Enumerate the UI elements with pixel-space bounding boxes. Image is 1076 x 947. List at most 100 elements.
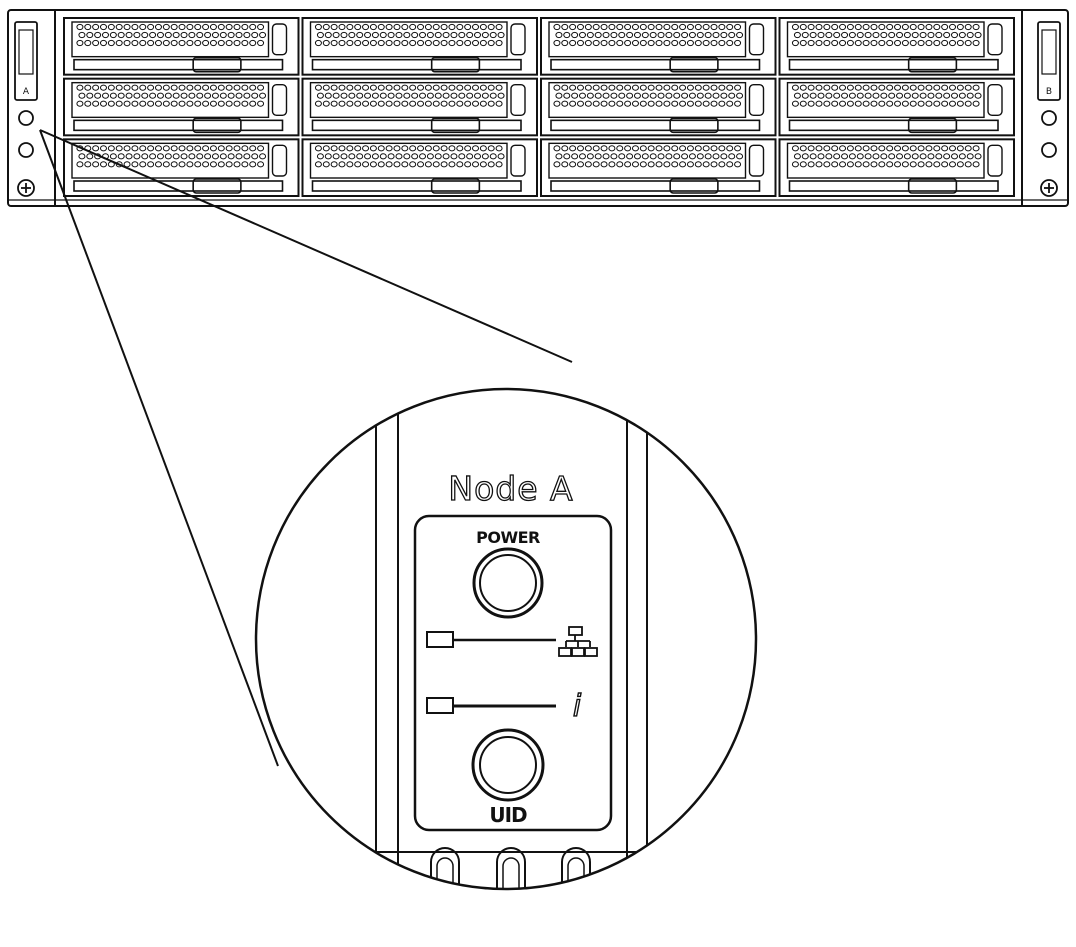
- vent-hole: [702, 161, 710, 168]
- vent-hole: [594, 31, 602, 39]
- vent-hole: [109, 153, 117, 160]
- vent-hole: [972, 100, 980, 107]
- left-ear-panel: [14, 21, 38, 101]
- vent-hole: [194, 39, 202, 47]
- vent-hole: [710, 100, 718, 107]
- vent-hole: [487, 84, 495, 91]
- vent-hole: [831, 100, 839, 107]
- vent-hole: [657, 153, 665, 160]
- vent-hole: [107, 84, 115, 91]
- vent-hole: [487, 145, 495, 152]
- vent-hole: [354, 100, 362, 107]
- right-ear-uid-button: [1041, 142, 1057, 158]
- vent-hole: [170, 100, 178, 107]
- vent-hole: [624, 39, 632, 47]
- vent-hole: [249, 39, 257, 47]
- vent-hole: [949, 23, 957, 31]
- vent-hole: [466, 31, 474, 39]
- vent-hole: [694, 23, 702, 31]
- left-ear-screw-icon: [17, 179, 35, 197]
- vent-hole: [894, 145, 902, 152]
- vent-hole: [241, 39, 249, 47]
- vent-hole: [964, 84, 972, 91]
- vent-hole: [225, 100, 233, 107]
- vent-hole: [655, 100, 663, 107]
- vent-hole: [458, 31, 466, 39]
- vent-hole: [718, 145, 726, 152]
- vent-hole: [736, 31, 744, 39]
- bay-latch: [271, 23, 288, 56]
- vent-hole: [235, 31, 243, 39]
- vent-hole: [377, 100, 385, 107]
- vent-hole: [92, 39, 100, 47]
- vent-hole: [456, 100, 464, 107]
- vent-hole: [917, 84, 925, 91]
- bay-release-tab: [430, 117, 481, 134]
- vent-hole: [409, 39, 417, 47]
- vent-hole: [624, 161, 632, 168]
- vent-hole: [243, 92, 251, 99]
- vent-hole: [956, 23, 964, 31]
- vent-hole: [354, 145, 362, 152]
- vent-hole: [696, 31, 704, 39]
- vent-hole: [815, 23, 823, 31]
- vent-hole: [815, 145, 823, 152]
- vent-hole: [726, 84, 734, 91]
- vent-hole: [555, 92, 563, 99]
- vent-hole: [178, 84, 186, 91]
- drive-bay: [778, 77, 1015, 137]
- vent-hole: [156, 92, 164, 99]
- vent-hole: [933, 23, 941, 31]
- vent-hole: [626, 92, 634, 99]
- vent-hole: [663, 23, 671, 31]
- vent-hole: [791, 23, 799, 31]
- vent-hole: [387, 153, 395, 160]
- vent-hole: [688, 153, 696, 160]
- vent-hole: [369, 161, 377, 168]
- vent-hole: [679, 84, 687, 91]
- vent-hole: [933, 161, 941, 168]
- vent-hole: [694, 100, 702, 107]
- vent-hole: [227, 153, 235, 160]
- vent-hole: [411, 153, 419, 160]
- vent-hole: [903, 153, 911, 160]
- vent-hole: [799, 84, 807, 91]
- vent-hole: [251, 31, 259, 39]
- vent-hole: [626, 31, 634, 39]
- vent-hole: [919, 31, 927, 39]
- vent-hole: [964, 39, 972, 47]
- vent-hole: [211, 153, 219, 160]
- vent-hole: [886, 39, 894, 47]
- bay-latch: [510, 23, 526, 56]
- vent-hole: [338, 100, 346, 107]
- vent-hole: [647, 39, 655, 47]
- vent-hole: [555, 31, 563, 39]
- vent-hole: [487, 23, 495, 31]
- vent-hole: [479, 100, 487, 107]
- vent-hole: [401, 84, 409, 91]
- vent-hole: [917, 161, 925, 168]
- vent-hole: [456, 84, 464, 91]
- ear-handle-slots: [430, 847, 591, 889]
- vent-hole: [848, 31, 856, 39]
- vent-hole: [854, 23, 862, 31]
- vent-hole: [894, 39, 902, 47]
- vent-hole: [194, 145, 202, 152]
- vent-hole: [966, 31, 974, 39]
- vent-hole: [862, 145, 870, 152]
- vent-hole: [196, 92, 204, 99]
- vent-hole: [338, 161, 346, 168]
- vent-hole: [202, 161, 210, 168]
- right-ear-label-plate: [1041, 29, 1057, 75]
- vent-hole: [576, 145, 584, 152]
- vent-hole: [616, 84, 624, 91]
- vent-hole: [362, 145, 370, 152]
- vent-hole: [728, 31, 736, 39]
- vent-hole: [793, 31, 801, 39]
- vent-hole: [424, 161, 432, 168]
- vent-hole: [330, 145, 338, 152]
- drive-bay: [301, 17, 538, 76]
- vent-hole: [442, 153, 450, 160]
- vent-hole: [393, 39, 401, 47]
- vent-hole: [878, 161, 886, 168]
